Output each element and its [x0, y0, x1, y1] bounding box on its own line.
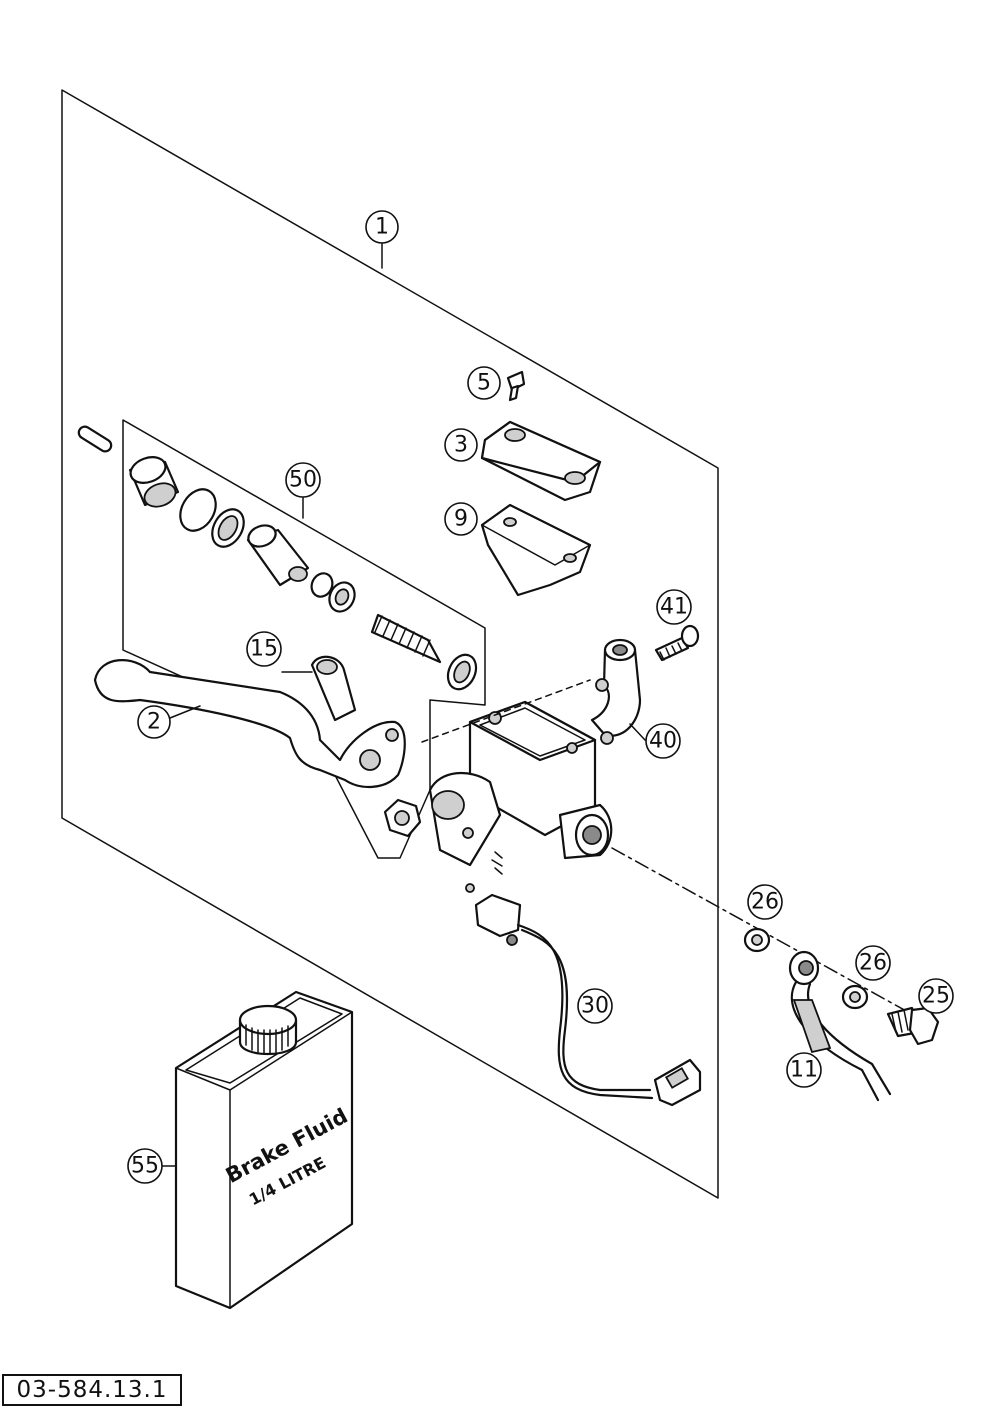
brake-light-switch [465, 851, 522, 946]
master-cylinder-body [428, 700, 613, 867]
svg-text:26: 26 [859, 951, 887, 976]
svg-text:41: 41 [660, 595, 688, 620]
banjo-bolt [886, 1006, 940, 1046]
svg-text:26: 26 [751, 890, 779, 915]
drawing-code: 03-584.13.1 [2, 1374, 182, 1406]
svg-text:3: 3 [454, 433, 468, 458]
handlebar-clamp [590, 638, 642, 745]
callout-1: 1 [365, 210, 399, 244]
callout-26b: 26 [855, 945, 891, 981]
svg-text:25: 25 [922, 984, 950, 1009]
svg-text:1: 1 [375, 215, 389, 240]
leader-40 [629, 723, 646, 741]
callout-50: 50 [285, 462, 321, 498]
svg-text:40: 40 [649, 729, 677, 754]
clamp-bolt [654, 624, 700, 662]
svg-text:2: 2 [147, 710, 161, 735]
piston-kit-parts [77, 425, 478, 691]
reservoir-cap [480, 420, 602, 502]
callout-55: 55 [127, 1148, 163, 1184]
callout-40: 40 [645, 723, 681, 759]
callout-25: 25 [918, 978, 954, 1014]
svg-text:9: 9 [454, 507, 468, 532]
callout-9: 9 [444, 502, 478, 536]
brake-hose [788, 950, 892, 1102]
screw-5 [506, 370, 526, 402]
brake-lever [93, 659, 406, 788]
svg-text:5: 5 [477, 371, 491, 396]
piston [246, 524, 310, 587]
callout-2: 2 [137, 705, 171, 739]
assembly-axis-clamp [421, 679, 591, 743]
switch-cable [516, 923, 702, 1107]
svg-text:15: 15 [250, 637, 278, 662]
callout-41: 41 [656, 589, 692, 625]
callout-5: 5 [467, 366, 501, 400]
brake-fluid-can: Brake Fluid 1/4 LITRE [174, 990, 354, 1310]
callout-30: 30 [577, 988, 613, 1024]
leader-2 [169, 705, 201, 719]
svg-text:30: 30 [581, 994, 609, 1019]
washer-26b [841, 984, 869, 1010]
reservoir-membrane [480, 503, 592, 597]
callout-26a: 26 [747, 884, 783, 920]
return-spring [370, 613, 442, 664]
assembly-panel-outline [61, 89, 719, 1199]
washer-26a [743, 927, 771, 953]
callout-11: 11 [786, 1052, 822, 1088]
svg-text:55: 55 [131, 1154, 159, 1179]
piston-sleeve [128, 456, 180, 508]
adjuster-screw [281, 655, 357, 722]
callout-3: 3 [444, 428, 478, 462]
fluid-can-cap [238, 1004, 298, 1056]
callout-15: 15 [246, 631, 282, 667]
svg-text:11: 11 [790, 1058, 818, 1083]
svg-text:50: 50 [289, 468, 317, 493]
